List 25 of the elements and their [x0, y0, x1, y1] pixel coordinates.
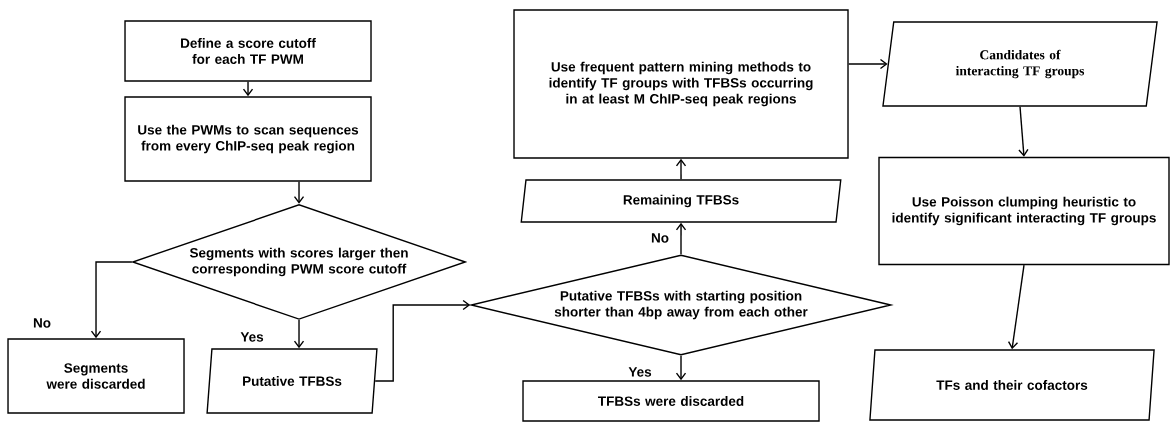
arrow: [90, 261, 133, 339]
arrow: [374, 299, 471, 382]
edge-label: No: [650, 232, 670, 244]
edge-label: No: [32, 317, 52, 329]
arrow: [1018, 106, 1029, 157]
arrow: [848, 58, 888, 70]
data-parallelogram: Putative TFBSs: [206, 348, 378, 414]
data-parallelogram: Remaining TFBSs: [520, 179, 842, 223]
data-parallelogram: TFs and their cofactors: [869, 349, 1155, 421]
process-box: Use Poisson clumping heuristic to identify significant interacting TF groups: [878, 156, 1170, 266]
arrow: [675, 222, 687, 255]
arrow: [242, 81, 254, 97]
arrow: [293, 181, 305, 204]
process-box: Segments were discarded: [7, 338, 185, 414]
arrow: [675, 158, 687, 180]
arrow: [1007, 264, 1025, 350]
data-parallelogram: Candidates of interacting TF groups: [882, 21, 1158, 107]
edge-label: Yes: [239, 331, 265, 343]
process-box: Use the PWMs to scan sequences from every ChIP-seq peak region: [124, 96, 372, 182]
process-box: Define a score cutoff for each TF PWM: [124, 20, 372, 82]
process-box: Use frequent pattern mining methods to identify TF groups with TFBSs occurring in at least M ChIP-seq peak regions: [513, 9, 849, 159]
arrow: [675, 355, 687, 381]
arrow: [293, 319, 305, 349]
process-box: TFBSs were discarded: [522, 380, 820, 422]
edge-label: Yes: [627, 366, 653, 378]
